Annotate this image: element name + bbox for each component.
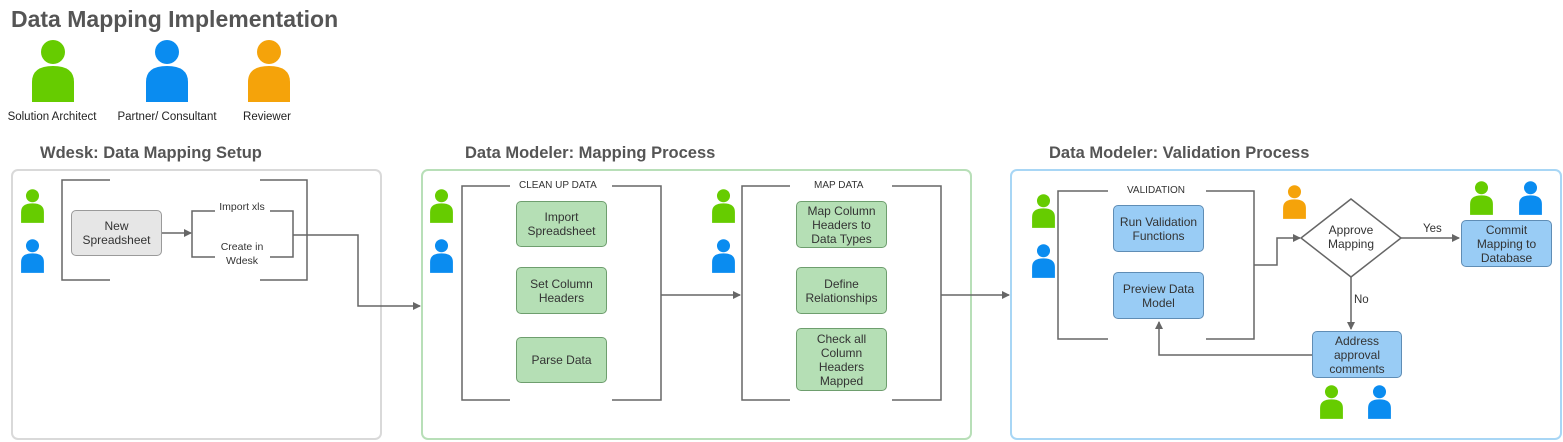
legend-label-partner-consultant: Partner/ Consultant xyxy=(117,111,217,123)
approve-mapping-decision[interactable]: Approve Mapping xyxy=(1327,223,1375,251)
commit-consultant-icon xyxy=(1519,181,1542,215)
partner-consultant-icon xyxy=(146,40,188,102)
clean-bracket-right xyxy=(612,185,662,401)
clean-consultant-icon xyxy=(430,239,453,273)
check-column-headers-node[interactable]: Check all Column Headers Mapped xyxy=(796,328,887,391)
options-bracket-left xyxy=(191,210,215,258)
decision-diamond xyxy=(1299,198,1403,278)
validation-consultant-icon xyxy=(1032,244,1055,278)
map-bracket-left xyxy=(741,185,790,401)
import-xls-option[interactable]: Import xls xyxy=(219,201,265,213)
address-architect-icon xyxy=(1320,385,1343,419)
preview-data-model-node[interactable]: Preview Data Model xyxy=(1113,272,1204,319)
clean-bracket-left xyxy=(461,185,510,401)
legend-label-solution-architect: Solution Architect xyxy=(7,111,97,123)
run-validation-node[interactable]: Run Validation Functions xyxy=(1113,205,1204,252)
section-title-setup: Wdesk: Data Mapping Setup xyxy=(40,144,262,162)
section-title-validation: Data Modeler: Validation Process xyxy=(1049,144,1310,162)
new-spreadsheet-node[interactable]: New Spreadsheet xyxy=(71,210,162,256)
address-comments-node[interactable]: Address approval comments xyxy=(1312,331,1402,378)
options-bracket-right xyxy=(270,210,294,258)
decision-reviewer-icon xyxy=(1283,185,1306,219)
legend-label-reviewer: Reviewer xyxy=(243,111,291,123)
commit-mapping-node[interactable]: Commit Mapping to Database xyxy=(1461,220,1552,267)
reviewer-icon xyxy=(248,40,290,102)
map-bracket-right xyxy=(892,185,942,401)
validation-container xyxy=(1010,169,1562,440)
set-column-headers-node[interactable]: Set Column Headers xyxy=(516,267,607,314)
solution-architect-icon xyxy=(32,40,74,102)
setup-bracket-left xyxy=(61,179,110,281)
setup-consultant-icon xyxy=(21,239,44,273)
edge-address-to-preview xyxy=(1155,321,1312,356)
validation-bracket-right xyxy=(1206,190,1255,340)
setup-container xyxy=(11,169,382,440)
setup-bracket-right xyxy=(260,179,308,281)
setup-architect-icon xyxy=(21,189,44,223)
define-relationships-node[interactable]: Define Relationships xyxy=(796,267,887,314)
section-title-mapping: Data Modeler: Mapping Process xyxy=(465,144,716,162)
validation-group-label: VALIDATION xyxy=(1124,185,1188,196)
clean-up-group-label: CLEAN UP DATA xyxy=(516,180,600,191)
commit-architect-icon xyxy=(1470,181,1493,215)
validation-bracket-left xyxy=(1057,190,1108,340)
map-consultant-icon xyxy=(712,239,735,273)
parse-data-node[interactable]: Parse Data xyxy=(516,337,607,383)
mapping-container xyxy=(421,169,972,440)
edge-validation-to-decision xyxy=(1254,234,1301,266)
create-in-wdesk-option[interactable]: Create in Wdesk xyxy=(220,241,264,267)
page-title: Data Mapping Implementation xyxy=(11,6,339,32)
validation-architect-icon xyxy=(1032,194,1055,228)
map-column-headers-node[interactable]: Map Column Headers to Data Types xyxy=(796,201,887,248)
edge-setup-to-mapping xyxy=(293,234,421,310)
clean-architect-icon xyxy=(430,189,453,223)
address-consultant-icon xyxy=(1368,385,1391,419)
map-data-group-label: MAP DATA xyxy=(811,180,867,191)
yes-edge-label: Yes xyxy=(1421,223,1444,235)
import-spreadsheet-node[interactable]: Import Spreadsheet xyxy=(516,201,607,247)
map-architect-icon xyxy=(712,189,735,223)
no-edge-label: No xyxy=(1352,294,1371,306)
